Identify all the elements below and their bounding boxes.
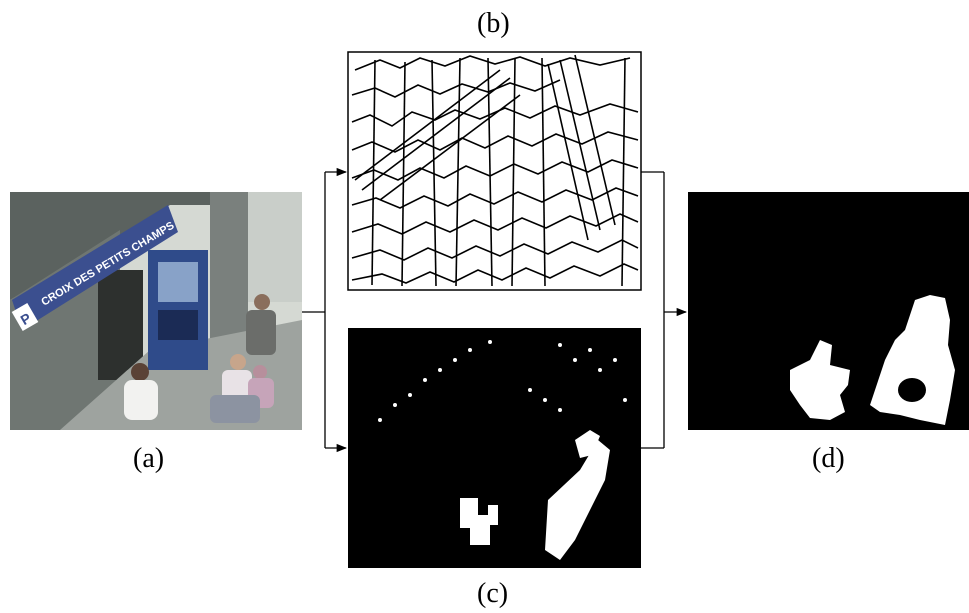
superpixel-segmentation — [347, 51, 642, 291]
label-a: (a) — [133, 443, 165, 474]
label-b: (b) — [477, 8, 510, 39]
label-d: (d) — [812, 443, 845, 474]
connectors — [302, 167, 688, 453]
final-mask — [688, 192, 969, 430]
motion-mask — [348, 328, 641, 568]
input-photo: P CROIX DES PETITS CHAMPS — [10, 192, 302, 430]
label-c: (c) — [477, 578, 509, 609]
